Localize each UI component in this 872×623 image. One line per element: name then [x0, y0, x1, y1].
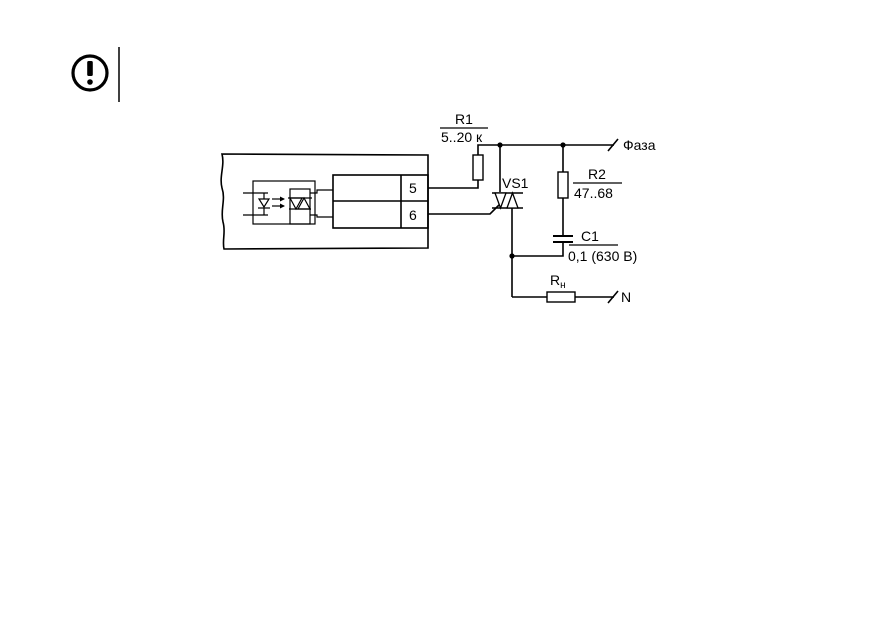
c1-value: 0,1 (630 В) — [568, 248, 637, 264]
device-body — [220, 153, 429, 250]
resistor-r2 — [557, 171, 569, 199]
wire-pin6-gate — [428, 204, 500, 215]
triac-vs1 — [492, 191, 523, 210]
vs1-label: VS1 — [502, 175, 529, 191]
neutral-terminal-mark — [607, 290, 619, 304]
led-icon — [257, 198, 271, 209]
resistor-r1 — [472, 154, 484, 181]
wire-r1-top — [477, 144, 500, 155]
r1-value: 5..20 к — [441, 129, 483, 145]
pin-5-label: 5 — [409, 180, 417, 196]
exclamation-circle-icon — [71, 54, 109, 92]
r2-name: R2 — [588, 166, 606, 182]
optosimistor — [243, 180, 333, 225]
wire-pin5 — [428, 180, 479, 189]
neutral-label: N — [621, 289, 631, 305]
r1-name: R1 — [455, 111, 473, 127]
wire-c1-bottom — [512, 242, 564, 257]
phase-label: Фаза — [623, 137, 656, 153]
c1-name: C1 — [581, 228, 599, 244]
pin-6-label: 6 — [409, 207, 417, 223]
phase-terminal-mark — [607, 138, 619, 152]
resistor-rn — [546, 291, 576, 303]
rn-label: Rн — [550, 272, 566, 291]
r2-value: 47..68 — [574, 185, 613, 201]
